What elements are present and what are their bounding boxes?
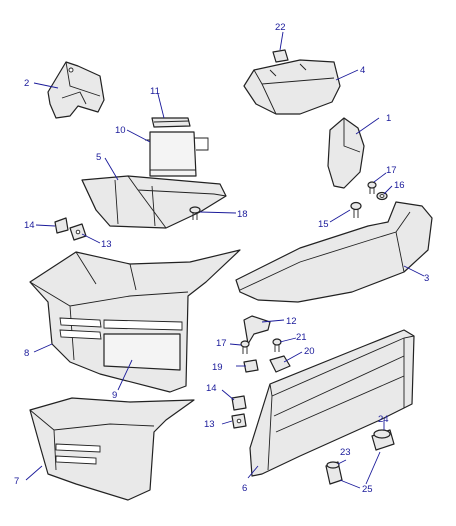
part-3-tray [235, 201, 433, 303]
part-8-trim-panel [29, 249, 241, 393]
callout-1: 1 [386, 113, 391, 124]
part-18-screw [189, 206, 201, 220]
part-19-clip [243, 359, 259, 373]
callout-21: 21 [296, 332, 307, 343]
part-1-bracket [327, 117, 365, 189]
callout-labels: 1 2 3 4 5 6 7 8 9 10 11 12 13 13 14 14 1… [14, 22, 429, 495]
callout-19: 19 [212, 362, 223, 373]
part-4-tray [243, 59, 341, 115]
callout-3: 3 [424, 273, 429, 284]
part-22-clip [272, 49, 289, 63]
part-10-plate [145, 131, 209, 177]
callout-13a: 13 [101, 239, 112, 250]
callout-23: 23 [340, 447, 351, 458]
callout-20: 20 [304, 346, 315, 357]
part-24-bumper [371, 429, 395, 451]
callout-2: 2 [24, 78, 29, 89]
part-12-bracket [243, 315, 271, 345]
callout-17b: 17 [216, 338, 227, 349]
callout-6: 6 [242, 483, 247, 494]
callout-14a: 14 [24, 220, 35, 231]
part-17-screw-right [367, 181, 377, 194]
callout-14b: 14 [206, 383, 217, 394]
leader-lines [25, 31, 425, 489]
part-9-panel-insert [103, 333, 181, 371]
part-16-washer [376, 191, 388, 201]
callout-11: 11 [150, 86, 160, 97]
callout-16: 16 [394, 180, 405, 191]
part-13-nut-lower [231, 413, 247, 429]
part-17-screw-mid [240, 340, 250, 354]
part-20-clip [269, 355, 291, 373]
callout-13b: 13 [204, 419, 215, 430]
callout-17a: 17 [386, 165, 397, 176]
callout-25: 25 [362, 484, 373, 495]
part-21-screw [272, 338, 282, 352]
callout-7: 7 [14, 476, 19, 487]
part-6-side-panel [249, 329, 415, 477]
part-13-nut-upper [69, 223, 87, 241]
part-14-clip-upper [54, 217, 69, 234]
part-11-strip [151, 117, 191, 128]
callout-8: 8 [24, 348, 29, 359]
part-5-panel [81, 175, 227, 229]
part-2-bracket [47, 61, 105, 119]
part-23-bumper [325, 461, 343, 485]
part-14-clip-lower [231, 395, 247, 411]
callout-18: 18 [237, 209, 248, 220]
part-7-trim-panel [29, 397, 195, 501]
callout-5: 5 [96, 152, 101, 163]
callout-24: 24 [378, 414, 389, 425]
callout-15: 15 [318, 219, 329, 230]
part-15-screw [350, 201, 362, 218]
callout-10: 10 [115, 125, 126, 136]
callout-22: 22 [275, 22, 286, 33]
callout-9: 9 [112, 390, 117, 401]
callout-4: 4 [360, 65, 365, 76]
callout-12: 12 [286, 316, 297, 327]
